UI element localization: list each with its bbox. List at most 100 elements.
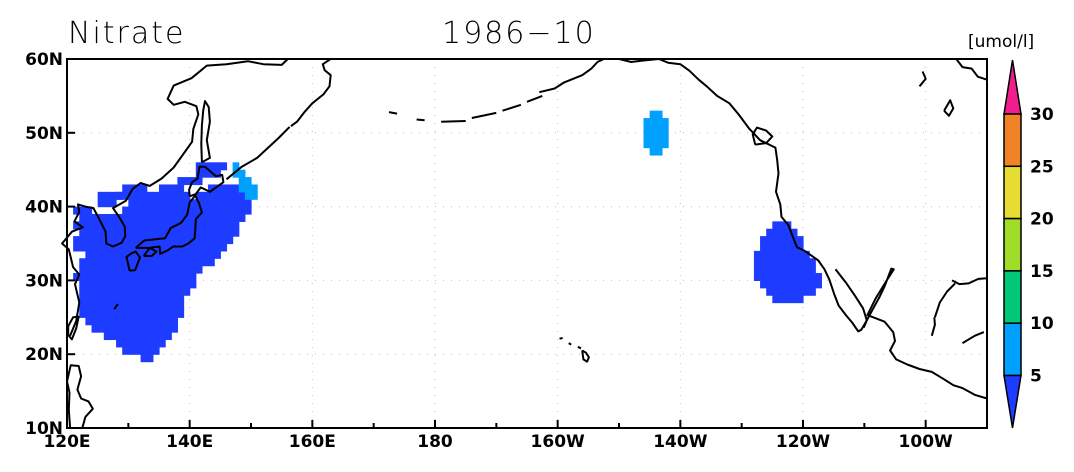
data-cell [122, 273, 129, 281]
data-cell [208, 243, 215, 252]
data-cell [778, 236, 786, 245]
data-cell [220, 162, 228, 171]
data-cell [214, 191, 221, 200]
data-cell [183, 236, 191, 245]
data-cell [159, 324, 166, 333]
data-cell [177, 287, 185, 296]
data-cell [177, 236, 185, 245]
data-cell [152, 250, 160, 259]
data-cell [97, 287, 105, 296]
data-cell [128, 287, 136, 296]
tick-label-lon: 100W [899, 432, 953, 452]
data-cell [165, 287, 172, 296]
coastline [559, 337, 563, 340]
data-cell [109, 273, 117, 281]
coastline [918, 71, 927, 87]
data-cell [171, 265, 178, 274]
data-cell [238, 206, 246, 215]
data-cell [116, 250, 123, 259]
data-cell [116, 339, 123, 348]
data-cell [116, 243, 123, 252]
data-cell [152, 302, 160, 311]
data-cell [232, 184, 240, 193]
data-cell [134, 236, 142, 245]
data-cell [116, 236, 123, 245]
data-cell [159, 191, 166, 200]
data-cell [122, 346, 129, 355]
data-cell [122, 265, 129, 274]
data-cell [85, 236, 93, 245]
data-cell [189, 206, 197, 215]
data-cell [226, 236, 234, 245]
data-cell [183, 250, 191, 259]
data-cell [103, 199, 111, 208]
data-cell [655, 118, 663, 127]
data-cell [784, 243, 792, 252]
data-cell [134, 332, 142, 341]
data-cell [183, 206, 191, 215]
data-cell [655, 147, 663, 156]
data-cell [214, 243, 221, 252]
data-cell [109, 213, 117, 222]
data-cell [91, 295, 99, 304]
data-cell [159, 250, 166, 259]
data-cell [796, 295, 804, 304]
data-cell [177, 213, 185, 222]
data-cell [772, 228, 780, 237]
data-cell [128, 213, 136, 222]
data-cell [772, 273, 780, 281]
data-cell [97, 236, 105, 245]
data-cell [183, 273, 191, 281]
data-cell [146, 287, 154, 296]
data-cell [214, 221, 221, 230]
data-cell [165, 258, 172, 267]
data-cell [214, 236, 221, 245]
data-cell [152, 346, 160, 355]
data-cell [116, 258, 123, 267]
data-cell [103, 295, 111, 304]
data-cell [103, 273, 111, 281]
data-cell [103, 265, 111, 274]
data-cell [796, 280, 804, 289]
data-cell [97, 243, 105, 252]
tick-label-lon: 120W [776, 432, 830, 452]
data-cell [97, 324, 105, 333]
tick-label-lon: 160W [531, 432, 585, 452]
data-cell [809, 265, 816, 274]
data-cell [189, 221, 197, 230]
data-cell [152, 339, 160, 348]
data-cell [165, 206, 172, 215]
data-cell [97, 302, 105, 311]
data-cell [784, 280, 792, 289]
data-cell [796, 265, 804, 274]
data-cell [766, 250, 773, 259]
data-cell [79, 302, 86, 311]
data-cell [784, 265, 792, 274]
data-cell [122, 258, 129, 267]
data-cell [122, 191, 129, 200]
data-cell [778, 280, 786, 289]
data-cell [73, 243, 80, 252]
coastline [290, 58, 332, 128]
data-cell [79, 287, 86, 296]
data-cell [760, 243, 767, 252]
data-cell [165, 236, 172, 245]
data-cell [109, 236, 117, 245]
data-cell [655, 110, 663, 119]
tick-label-lon: 120E [43, 432, 90, 452]
data-cell [140, 191, 148, 200]
data-cell [128, 199, 136, 208]
data-cell [171, 213, 178, 222]
data-cell [79, 228, 86, 237]
data-cell [128, 250, 136, 259]
data-cell [165, 317, 172, 326]
data-cell [152, 309, 160, 318]
data-cell [165, 273, 172, 281]
data-cell [146, 199, 154, 208]
data-cell [97, 213, 105, 222]
data-cell [97, 317, 105, 326]
coastline [135, 194, 203, 255]
coastline [581, 349, 590, 363]
data-cell [122, 295, 129, 304]
data-cell [189, 258, 197, 267]
